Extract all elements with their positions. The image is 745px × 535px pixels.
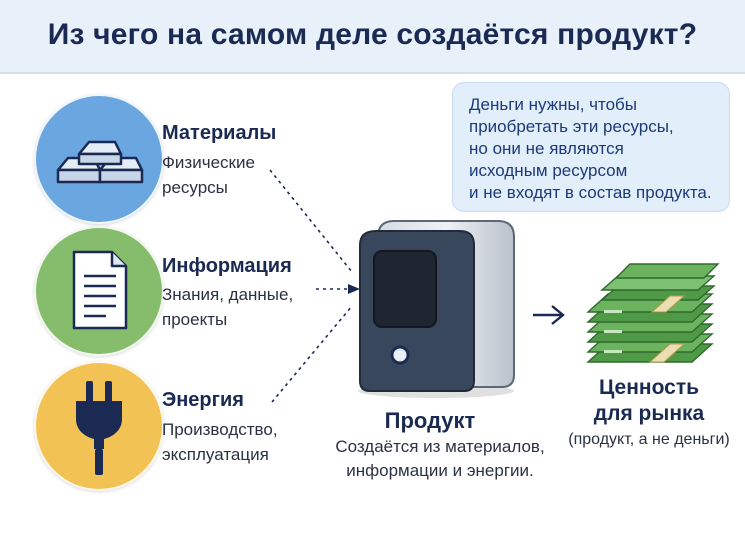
header-band: Из чего на самом деле создаётся продукт? bbox=[0, 0, 745, 74]
arrowhead-icon bbox=[348, 284, 360, 294]
product-description: информации и энергии. bbox=[346, 461, 534, 480]
arrowhead-icon bbox=[551, 305, 565, 325]
device-icon bbox=[358, 220, 515, 398]
energy-subtitle: эксплуатация bbox=[162, 445, 269, 464]
materials-subtitle: Физические bbox=[162, 153, 255, 172]
value-title: Ценность bbox=[598, 376, 700, 399]
materials-title: Материалы bbox=[162, 122, 277, 144]
note-line: но они не являются bbox=[469, 139, 624, 158]
materials-subtitle: ресурсы bbox=[162, 178, 228, 197]
value-note: (продукт, а не деньги) bbox=[568, 431, 730, 448]
note-line: и не входят в состав продукта. bbox=[469, 183, 712, 202]
information-title: Информация bbox=[162, 255, 292, 277]
metal-ingots-icon bbox=[56, 140, 144, 184]
money-note-box: Деньги нужны, чтобы приобретать эти ресу… bbox=[452, 82, 730, 212]
note-line: исходным ресурсом bbox=[469, 161, 628, 180]
connector-energy bbox=[271, 305, 353, 403]
page-title: Из чего на самом деле создаётся продукт? bbox=[47, 18, 698, 51]
document-icon bbox=[72, 250, 128, 330]
value-title: для рынка bbox=[593, 402, 705, 425]
note-line: приобретать эти ресурсы, bbox=[469, 117, 674, 136]
connector-materials bbox=[269, 169, 353, 273]
information-subtitle: проекты bbox=[162, 310, 228, 329]
energy-circle bbox=[34, 361, 164, 491]
information-circle bbox=[34, 226, 164, 356]
note-line: Деньги нужны, чтобы bbox=[469, 95, 637, 114]
energy-subtitle: Производство, bbox=[162, 420, 278, 439]
materials-circle bbox=[34, 94, 164, 224]
power-plug-icon bbox=[76, 381, 122, 475]
product-description: Создаётся из материалов, bbox=[335, 437, 545, 456]
energy-title: Энергия bbox=[162, 389, 244, 411]
product-title: Продукт bbox=[384, 408, 476, 433]
information-subtitle: Знания, данные, bbox=[162, 285, 294, 304]
money-stack-icon bbox=[586, 263, 720, 363]
